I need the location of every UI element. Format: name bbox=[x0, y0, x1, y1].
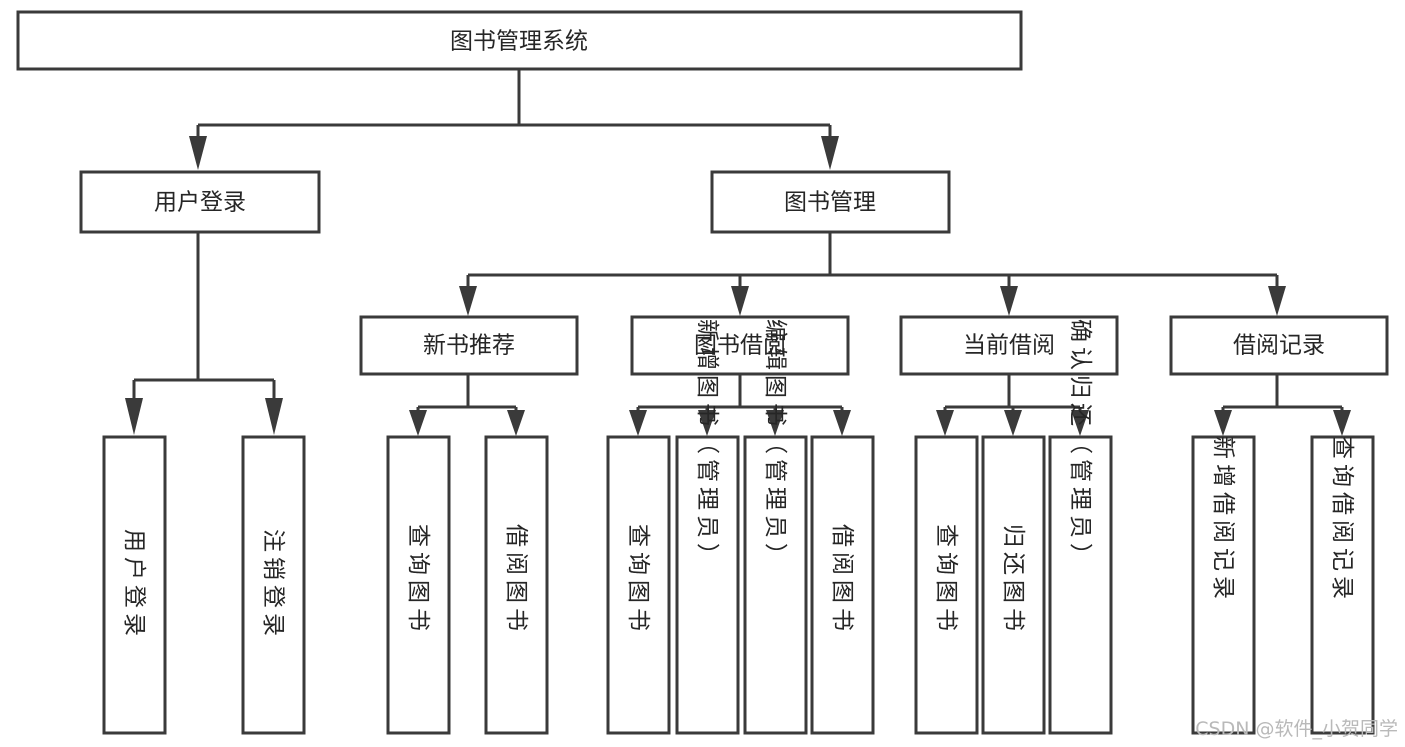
arrow-head-leaf-borrow-book-2 bbox=[833, 410, 851, 436]
arrow-head-book-borrow bbox=[731, 286, 749, 316]
connector-group-user-login bbox=[125, 233, 283, 435]
node-leaf-query-book-3-box[interactable] bbox=[914, 435, 979, 735]
node-leaf-add-book-label: 新增图书（管理员） bbox=[694, 319, 720, 571]
node-book-borrow[interactable]: 图书借阅 bbox=[630, 315, 850, 376]
node-leaf-user-login[interactable]: 用户登录 bbox=[102, 435, 167, 735]
node-leaf-logout[interactable]: 注销登录 bbox=[241, 435, 306, 735]
arrow-head-current-borrow bbox=[1000, 286, 1018, 316]
node-leaf-borrow-book-1-box[interactable] bbox=[484, 435, 549, 735]
arrow-head-new-book-rec bbox=[459, 286, 477, 316]
arrow-head-leaf-logout bbox=[265, 398, 283, 435]
node-leaf-return-book-label: 归还图书 bbox=[1000, 524, 1026, 636]
arrow-head-book-manage bbox=[821, 136, 839, 170]
node-current-borrow-box[interactable] bbox=[899, 315, 1119, 376]
node-root-box[interactable] bbox=[16, 10, 1023, 71]
node-new-book-rec[interactable]: 新书推荐 bbox=[359, 315, 579, 376]
node-leaf-query-book-3-label: 查询图书 bbox=[933, 524, 959, 636]
node-leaf-query-book-1-label: 查询图书 bbox=[405, 524, 431, 636]
node-user-login-box[interactable] bbox=[79, 170, 321, 234]
node-leaf-add-record[interactable]: 新增借阅记录 bbox=[1191, 435, 1256, 735]
node-leaf-query-record[interactable]: 查询借阅记录 bbox=[1310, 435, 1375, 735]
node-leaf-return-book[interactable]: 归还图书 bbox=[981, 435, 1046, 735]
node-user-login-label: 用户登录 bbox=[154, 190, 246, 216]
arrow-head-leaf-return-book bbox=[1004, 410, 1022, 436]
arrow-head-leaf-query-record bbox=[1333, 410, 1351, 436]
node-leaf-user-login-box[interactable] bbox=[102, 435, 167, 735]
node-leaf-query-record-label: 查询借阅记录 bbox=[1329, 436, 1355, 604]
arrow-head-user-login bbox=[189, 136, 207, 170]
node-leaf-confirm-return-box[interactable] bbox=[1048, 435, 1113, 735]
arrow-head-leaf-user-login bbox=[125, 398, 143, 435]
node-book-manage[interactable]: 图书管理 bbox=[710, 170, 951, 234]
node-leaf-logout-box[interactable] bbox=[241, 435, 306, 735]
node-new-book-rec-box[interactable] bbox=[359, 315, 579, 376]
node-leaf-borrow-book-1[interactable]: 借阅图书 bbox=[484, 435, 549, 735]
node-leaf-edit-book-box[interactable] bbox=[743, 435, 808, 735]
node-leaf-query-book-3[interactable]: 查询图书 bbox=[914, 435, 979, 735]
node-leaf-logout-label: 注销登录 bbox=[260, 529, 286, 641]
watermark-label: CSDN @软件_小贺同学 bbox=[1195, 718, 1398, 740]
node-leaf-return-book-box[interactable] bbox=[981, 435, 1046, 735]
node-leaf-query-book-2[interactable]: 查询图书 bbox=[606, 435, 671, 735]
node-book-borrow-label: 图书借阅 bbox=[694, 333, 786, 359]
node-leaf-borrow-book-2-box[interactable] bbox=[810, 435, 875, 735]
node-leaf-query-book-2-box[interactable] bbox=[606, 435, 671, 735]
node-root[interactable]: 图书管理系统 bbox=[16, 10, 1023, 71]
node-leaf-borrow-book-1-label: 借阅图书 bbox=[503, 524, 529, 636]
arrow-head-leaf-edit-book bbox=[766, 410, 784, 436]
node-leaf-borrow-book-2[interactable]: 借阅图书 bbox=[810, 435, 875, 735]
node-leaf-query-book-2-label: 查询图书 bbox=[625, 524, 651, 636]
node-book-manage-label: 图书管理 bbox=[784, 190, 876, 216]
node-leaf-borrow-book-2-label: 借阅图书 bbox=[829, 524, 855, 636]
connector-group-borrow-record bbox=[1214, 374, 1351, 436]
connector-group-new-book-rec bbox=[409, 374, 525, 436]
arrow-head-leaf-borrow-book-1 bbox=[507, 410, 525, 436]
arrow-head-leaf-query-book-2 bbox=[629, 410, 647, 436]
arrow-head-leaf-confirm-return bbox=[1071, 410, 1089, 436]
arrow-head-leaf-query-book-1 bbox=[409, 410, 427, 436]
node-leaf-user-login-label: 用户登录 bbox=[121, 529, 147, 641]
node-leaf-add-book-box[interactable] bbox=[675, 435, 740, 735]
node-new-book-rec-label: 新书推荐 bbox=[423, 333, 515, 359]
node-leaf-query-book-1[interactable]: 查询图书 bbox=[386, 435, 451, 735]
node-leaf-add-record-label: 新增借阅记录 bbox=[1210, 436, 1236, 604]
connector-group-root bbox=[189, 69, 839, 170]
node-leaf-query-book-1-box[interactable] bbox=[386, 435, 451, 735]
arrow-head-leaf-add-record bbox=[1214, 410, 1232, 436]
arrow-head-leaf-query-book-3 bbox=[936, 410, 954, 436]
node-leaf-confirm-return-label: 确认归还（管理员） bbox=[1067, 319, 1093, 571]
node-borrow-record[interactable]: 借阅记录 bbox=[1169, 315, 1389, 376]
node-user-login[interactable]: 用户登录 bbox=[79, 170, 321, 234]
node-current-borrow[interactable]: 当前借阅 bbox=[899, 315, 1119, 376]
node-current-borrow-label: 当前借阅 bbox=[963, 333, 1055, 359]
node-book-manage-box[interactable] bbox=[710, 170, 951, 234]
node-leaf-query-record-box[interactable] bbox=[1310, 435, 1375, 735]
connector-group-book-manage bbox=[459, 233, 1286, 316]
node-leaf-edit-book-label: 编辑图书（管理员） bbox=[762, 319, 788, 571]
arrow-head-leaf-add-book bbox=[698, 410, 716, 436]
connector-group-current-borrow bbox=[936, 374, 1089, 436]
node-leaf-confirm-return[interactable]: 确认归还（管理员） bbox=[1048, 319, 1113, 735]
node-book-borrow-box[interactable] bbox=[630, 315, 850, 376]
node-leaf-edit-book[interactable]: 编辑图书（管理员） bbox=[743, 319, 808, 735]
node-borrow-record-box[interactable] bbox=[1169, 315, 1389, 376]
arrow-head-borrow-record bbox=[1268, 286, 1286, 316]
node-root-label: 图书管理系统 bbox=[450, 29, 588, 55]
node-leaf-add-book[interactable]: 新增图书（管理员） bbox=[675, 319, 740, 735]
node-borrow-record-label: 借阅记录 bbox=[1233, 333, 1325, 359]
node-leaf-add-record-box[interactable] bbox=[1191, 435, 1256, 735]
connector-group-book-borrow bbox=[629, 374, 851, 436]
